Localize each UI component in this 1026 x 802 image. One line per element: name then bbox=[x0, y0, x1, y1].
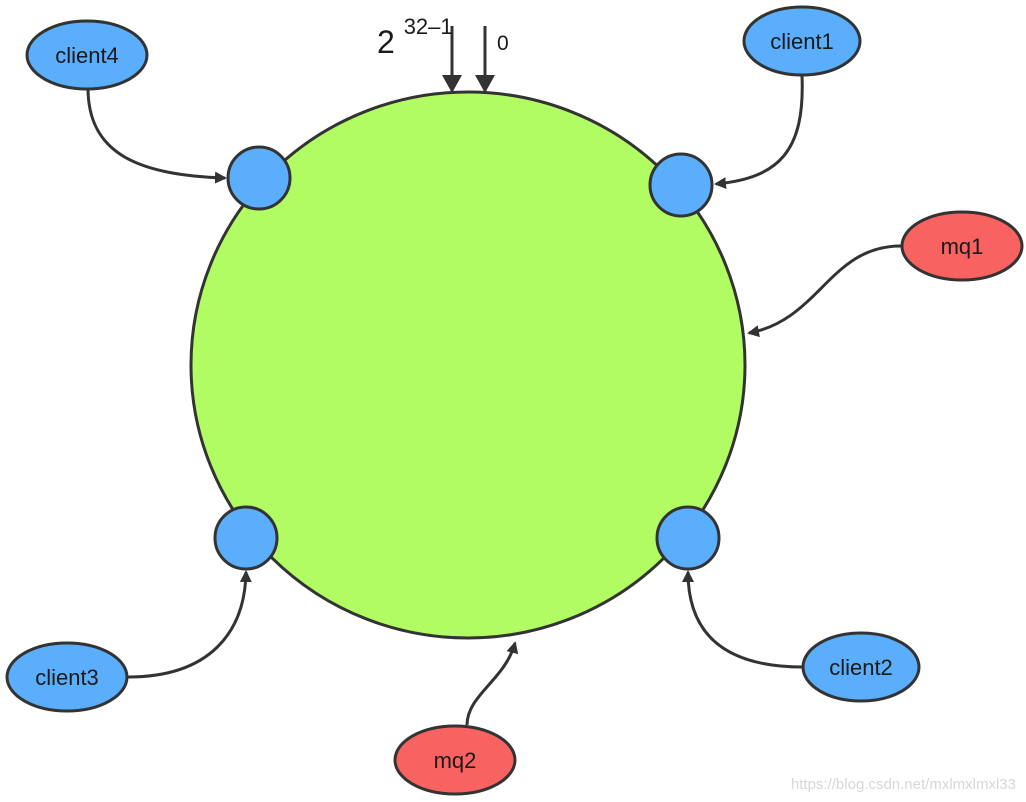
client3-label: client3 bbox=[35, 665, 99, 690]
mq1-node: mq1 bbox=[900, 210, 1024, 282]
client4-label: client4 bbox=[55, 43, 119, 68]
ring-node-client4 bbox=[226, 145, 292, 211]
zero-hash-label: 0 bbox=[497, 32, 509, 55]
edge-client1-to-ring bbox=[714, 75, 804, 190]
client3-node: client3 bbox=[5, 641, 129, 713]
hash-ring bbox=[189, 90, 747, 640]
max-hash-label: 2 32–1 bbox=[377, 14, 453, 60]
max-hash-exponent: 32–1 bbox=[404, 14, 453, 39]
edge-mq1-to-ring bbox=[747, 244, 903, 338]
max-hash-base: 2 bbox=[377, 24, 395, 60]
ring-origin-markers: 2 32–1 0 bbox=[377, 14, 509, 93]
edge-mq2-to-ring bbox=[465, 641, 519, 726]
mq1-label: mq1 bbox=[941, 234, 984, 259]
mq2-node: mq2 bbox=[393, 724, 517, 796]
client1-label: client1 bbox=[770, 29, 834, 54]
ring-node-client2 bbox=[655, 505, 721, 571]
client1-node: client1 bbox=[742, 5, 862, 77]
edge-client3-to-ring bbox=[127, 570, 252, 679]
watermark-text: https://blog.csdn.net/mxlmxlmxl33 bbox=[791, 776, 1016, 793]
mq2-label: mq2 bbox=[434, 748, 477, 773]
client4-node: client4 bbox=[25, 19, 149, 91]
edge-client2-to-ring bbox=[682, 570, 804, 669]
ring-node-client1 bbox=[648, 152, 714, 218]
edge-client4-to-ring bbox=[86, 87, 227, 184]
client2-node: client2 bbox=[801, 631, 921, 703]
client2-label: client2 bbox=[829, 655, 893, 680]
ring-node-client3 bbox=[213, 505, 279, 571]
